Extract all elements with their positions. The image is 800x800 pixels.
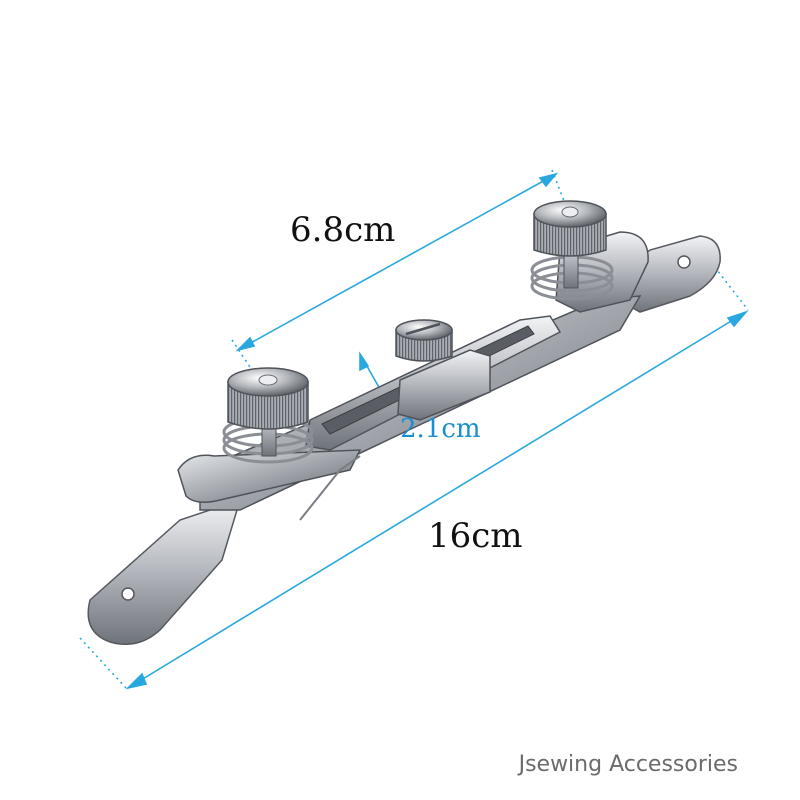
thumb-screw-left (227, 367, 309, 457)
thumb-screw-right (533, 200, 607, 289)
length-dimension-label: 16cm (428, 516, 523, 556)
slot-screw-center (395, 319, 453, 362)
width-dimension-label: 2.1cm (400, 414, 481, 444)
slot-dimension-label: 6.8cm (290, 210, 396, 250)
brand-watermark: Jsewing Accessories (518, 752, 738, 777)
guide-plate (87, 231, 721, 645)
